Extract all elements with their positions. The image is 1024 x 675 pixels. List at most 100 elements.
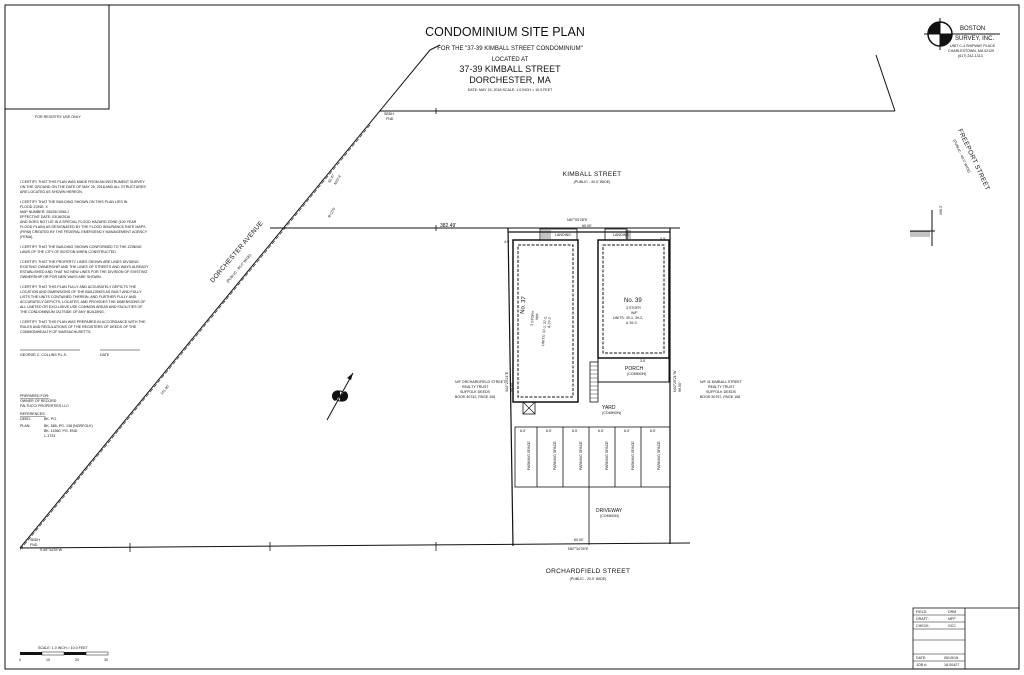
svg-text:LOCATION AND DIMENSIONS OF THE: LOCATION AND DIMENSIONS OF THE BUILDINGS…	[20, 290, 142, 294]
signature-date: DATE	[100, 353, 110, 357]
svg-text:MAP NUMBER: 25025C0081J: MAP NUMBER: 25025C0081J	[20, 210, 69, 214]
dim-bottom-dist: 60.00'	[574, 538, 584, 542]
kimball-street-label: KIMBALL STREET	[563, 171, 622, 178]
orchardfield-street-line	[19, 542, 691, 549]
svg-text:BOOK 50767, PAGE 158: BOOK 50767, PAGE 158	[700, 395, 740, 399]
address-line-2: DORCHESTER, MA	[469, 75, 551, 85]
sheet-border	[4, 4, 1020, 670]
svg-text:I CERTIFY THAT THE PROPERTY LI: I CERTIFY THAT THE PROPERTY LINES SHOWN …	[20, 260, 139, 264]
b37-story: 3 STORY	[530, 310, 535, 326]
fnd-top: FND	[386, 117, 394, 121]
sbdh-top: SBDH	[384, 112, 394, 116]
dim-diag-bearing: N33°4'	[333, 174, 342, 186]
scalebar-tick-1: 10	[46, 658, 50, 662]
landing-37	[539, 228, 578, 241]
address-line-1: 37-39 KIMBALL STREET	[459, 64, 561, 74]
b39-units-2: & 39-3	[626, 321, 637, 325]
svg-text:JOB #:: JOB #:	[916, 663, 927, 667]
dim-diag-len: 50.47'	[327, 173, 335, 184]
dim-bottom-left: S 85°34'39"W	[40, 548, 63, 552]
svg-text:DATE:: DATE:	[916, 656, 926, 660]
ref-plan-val-2: BK. 11560, PG. END	[44, 429, 78, 433]
dim-bottom-bearing: N87°34'39"E	[568, 547, 589, 551]
dim-5-5: 5.5'	[660, 237, 666, 241]
dim-top-bearing: N87°05'28"E	[567, 218, 588, 222]
tick-marks	[129, 108, 437, 552]
dim-6-5-c: 6.5'	[572, 429, 578, 433]
prepared-label: PREPARED FOR:	[20, 394, 49, 398]
parking-area	[514, 426, 671, 488]
dim-right-dist: 99.00'	[678, 382, 682, 392]
svg-text:05/15/18: 05/15/18	[944, 656, 958, 660]
svg-text:(FIRM) CREATED BY THE FEDERAL: (FIRM) CREATED BY THE FEDERAL EMERGENCY …	[20, 230, 148, 234]
stairs-39	[625, 230, 631, 239]
svg-text:AND DOES NOT LIE IN A SPECIAL: AND DOES NOT LIE IN A SPECIAL FLOOD HAZA…	[20, 220, 137, 224]
svg-text:LAWS OF THE CITY OF BOSTON WHE: LAWS OF THE CITY OF BOSTON WHEN CONSTRUC…	[20, 250, 117, 254]
svg-text:ESTABLISHED AND THAT NO NEW LI: ESTABLISHED AND THAT NO NEW LINES FOR TH…	[20, 270, 147, 274]
dim-3-5: 3.5'	[640, 359, 646, 363]
orchardfield-street-sub: (PUBLIC - 20.0' WIDE)	[570, 577, 607, 581]
svg-text:DRAFT:: DRAFT:	[916, 617, 929, 621]
svg-text:FLOOD PLAIN) AS DESIGNATED BY: FLOOD PLAIN) AS DESIGNATED BY THE FLOOD …	[20, 225, 146, 229]
svg-text:I CERTIFY THAT THIS PLAN WAS M: I CERTIFY THAT THIS PLAN WAS MADE FROM A…	[20, 180, 145, 184]
svg-text:SUFFOLK DEEDS: SUFFOLK DEEDS	[460, 390, 491, 394]
abutter-left: N/F ORCHARDFIELD STREET REALTY TRUST SUF…	[455, 380, 506, 399]
dim-6-5-f: 6.5'	[650, 429, 656, 433]
dim-6-5-b: 6.5'	[546, 429, 552, 433]
ref-plan-key: PLAN:	[20, 424, 30, 428]
svg-text:REALTY TRUST: REALTY TRUST	[462, 385, 489, 389]
located-at: LOCATED AT	[492, 57, 529, 63]
prepared-line-1: OWNER OF RECORD	[20, 399, 57, 403]
ref-plan-val-1: BK. 585, PG. 138 (NORFOLK)	[44, 424, 93, 428]
svg-text:FLOOD ZONE: X: FLOOD ZONE: X	[20, 205, 48, 209]
svg-text:EXISTING OWNERSHIP AND THE LIN: EXISTING OWNERSHIP AND THE LINES OF STRE…	[20, 265, 149, 269]
abutter-right: N/F 41 KIMBALL STREET REALTY TRUST SUFFO…	[700, 380, 743, 399]
svg-text:REALTY TRUST: REALTY TRUST	[708, 385, 735, 389]
dim-4-9-a: 4.9'	[504, 240, 510, 244]
parking-label-3: PARKING SPACE	[579, 441, 583, 470]
dim-left-bearing: S02°25'21"E	[505, 371, 509, 392]
kimball-street-sub: (PUBLIC - 40.0' WIDE)	[574, 180, 611, 184]
svg-text:ARE LOCATED AS SHOWN HEREON.: ARE LOCATED AS SHOWN HEREON.	[20, 190, 83, 194]
orchardfield-street-label: ORCHARDFIELD STREET	[546, 568, 630, 575]
date-scale: DATE: MAY 15, 2018 SCALE: 1.0 INCH = 10.…	[468, 88, 553, 92]
svg-text:CHECK:: CHECK:	[916, 624, 930, 628]
north-arrow-icon	[326, 372, 354, 421]
svg-text:LISTS THE UNITS CONTAINED THER: LISTS THE UNITS CONTAINED THEREIN, AND F…	[20, 295, 137, 299]
svg-text:ON THE GROUND ON THE DATE OF M: ON THE GROUND ON THE DATE OF MAY 29, 201…	[20, 185, 146, 189]
driveway-label: DRIVEWAY	[596, 508, 623, 514]
svg-text:ACCURATELY DEPICTS, LOCATES, A: ACCURATELY DEPICTS, LOCATES, AND PROVIDE…	[20, 300, 146, 304]
svg-text:SUFFOLK DEEDS: SUFFOLK DEEDS	[706, 390, 737, 394]
svg-text:DRM: DRM	[948, 610, 956, 614]
dim-6-5: 6.5'	[520, 429, 526, 433]
company-addr-2: CHARLESTOWN, MA 02129	[948, 49, 994, 53]
svg-text:N/F ORCHARDFIELD STREET: N/F ORCHARDFIELD STREET	[455, 380, 506, 384]
surveyor-name: GEORGE C. COLLINS P.L.S.	[20, 353, 67, 357]
scalebar-tick-2: 20	[75, 658, 79, 662]
svg-text:THE CONDOMINIUM OUTSIDE OF ANY: THE CONDOMINIUM OUTSIDE OF ANY BUILDING.	[20, 310, 105, 314]
stairs-37	[541, 230, 551, 239]
plan-title: CONDOMINIUM SITE PLAN	[425, 25, 585, 39]
porch-label: PORCH	[625, 366, 643, 372]
lot-line-left	[507, 227, 514, 547]
landing-37-label: LANDING	[555, 233, 571, 237]
svg-text:I CERTIFY THAT THE BUILDING SH: I CERTIFY THAT THE BUILDING SHOWN ON THI…	[20, 200, 128, 204]
utility-box	[522, 401, 536, 415]
b39-story: 3 STORY	[626, 306, 642, 310]
svg-text:GCC: GCC	[948, 624, 956, 628]
scalebar-label: SCALE: 1.0 INCH = 10.0 FEET	[38, 646, 89, 650]
b39-units: UNITS: 39-1, 39-2,	[613, 316, 643, 320]
dim-kimball-left: 382.49'	[440, 223, 456, 229]
parking-label-4: PARKING SPACE	[605, 441, 609, 470]
company-name-1: BOSTON	[960, 26, 985, 32]
certification-block: I CERTIFY THAT THIS PLAN WAS MADE FROM A…	[20, 180, 149, 334]
svg-text:FIELD:: FIELD:	[916, 610, 927, 614]
registry-label: FOR REGISTRY USE ONLY	[35, 115, 81, 119]
svg-text:I CERTIFY THAT THE BUILDING SH: I CERTIFY THAT THE BUILDING SHOWN CONFOR…	[20, 245, 142, 249]
svg-text:COMMONWEALTH OF MASSACHUSETTS.: COMMONWEALTH OF MASSACHUSETTS.	[20, 330, 91, 334]
dim-right-bearing: N02°25'21"W	[673, 370, 677, 392]
b39-no: No. 39	[624, 298, 642, 304]
company-logo	[924, 18, 1000, 50]
dim-diag-long: 141.90'	[160, 384, 171, 396]
company-name-2: SURVEY, INC.	[955, 36, 994, 42]
